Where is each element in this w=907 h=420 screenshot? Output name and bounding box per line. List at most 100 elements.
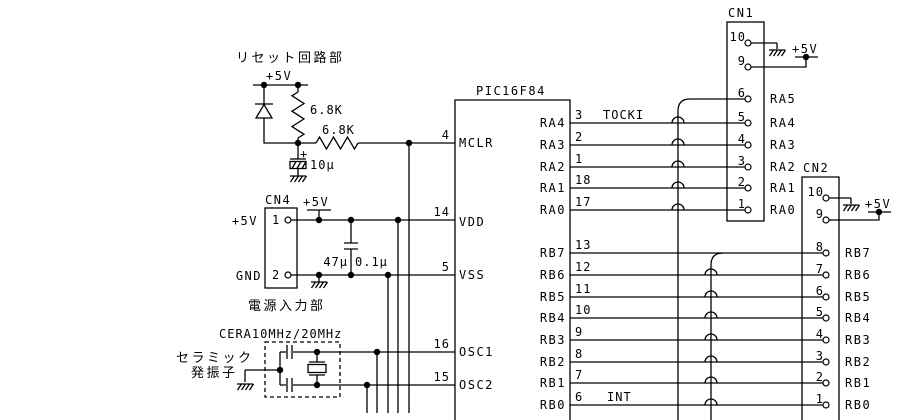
cn1-pin-label-ra3: RA3	[770, 138, 796, 152]
wire	[751, 42, 778, 49]
cn2-connector: CN2 10 9 +5V 8 RB7 7 RB6 6 RB5 5 RB4 4 R…	[801, 161, 891, 420]
cn2-pin-contact	[822, 194, 830, 202]
cn2-pin-number: 1	[816, 392, 824, 406]
cn4-pin1-contact	[284, 216, 292, 224]
cn1-pin-label-ra5: RA5	[770, 92, 796, 106]
ceramic-resonator-symbol	[307, 352, 327, 385]
pic-pin-label-osc2: OSC2	[459, 378, 494, 392]
cn1-pin-number: 1	[738, 197, 746, 211]
cn4-pin2-label: GND	[236, 269, 262, 283]
cn1-pin-number: 9	[738, 54, 746, 68]
cn1-pin-number: 5	[738, 110, 746, 124]
rb7-branch-wire	[710, 252, 724, 420]
pic-pin-label-rb6: RB6	[540, 268, 566, 282]
junction-dot	[802, 53, 810, 61]
pic16f84-ic: PIC16F84 MCLR VDD VSS OSC1 OSC2 4 14 5 1…	[434, 84, 644, 420]
cn1-pin-contact	[744, 141, 752, 149]
cn4-pin2-contact	[284, 271, 292, 279]
cn4-title: CN4	[265, 193, 291, 207]
pic-pin-number: 2	[575, 130, 583, 144]
reset-supply-label: +5V	[266, 69, 292, 83]
ground-symbol	[842, 204, 861, 212]
cn1-connector: CN1 10 9 +5V 6 RA5 5 RA4 4 RA3 3 RA2 2 R…	[726, 6, 818, 222]
cn1-body	[726, 21, 765, 222]
pic-pin-number: 7	[575, 368, 583, 382]
reset-capacitor	[289, 158, 307, 170]
pic-pin-number: 11	[575, 282, 591, 296]
ra5-wire	[677, 98, 745, 420]
junction-dot	[315, 216, 323, 224]
cn2-pin-label-rb4: RB4	[845, 311, 871, 325]
pic-pin-number: 17	[575, 195, 591, 209]
pic-pin-label-rb2: RB2	[540, 355, 566, 369]
cn4-connector-body	[264, 207, 298, 289]
cn1-pin-number: 10	[730, 30, 746, 44]
cn4-pin2-number: 2	[272, 268, 281, 282]
cn1-pin-contact	[744, 163, 752, 171]
osc-caption-line2: 発振子	[191, 366, 238, 381]
pic-title: PIC16F84	[476, 84, 546, 98]
pic-pin-label-rb3: RB3	[540, 333, 566, 347]
cn1-pin-number: 3	[738, 154, 746, 168]
cn1-pin-contact	[744, 206, 752, 214]
cn2-pin-contact	[822, 401, 830, 409]
pic-pin-number: 6	[575, 390, 583, 404]
reset-diode	[254, 103, 274, 119]
pic-pin-label-vss: VSS	[459, 268, 485, 282]
pic-pin-number: 14	[434, 205, 450, 219]
resistor-series-value: 6.8K	[322, 123, 355, 137]
pic-pin-number: 5	[442, 260, 450, 274]
pic-pin-number: 12	[575, 260, 591, 274]
cn1-pin-contact	[744, 39, 752, 47]
pic-pin-label-ra2: RA2	[540, 160, 566, 174]
cn2-pin-contact	[822, 249, 830, 257]
pic-pin-number: 1	[575, 152, 583, 166]
decoupling-capacitor	[344, 220, 358, 275]
pic-pin-label-rb1: RB1	[540, 376, 566, 390]
reset-circuit: リセット回路部 +5V 6.8K 6.8K + 10µ	[236, 50, 455, 413]
pic-pin-label-mclr: MCLR	[459, 136, 494, 150]
cn1-pin-label-ra0: RA0	[770, 203, 796, 217]
cn2-pin-label-rb3: RB3	[845, 333, 871, 347]
cn1-pin-number: 6	[738, 86, 746, 100]
power-section-caption: 電源入力部	[248, 299, 326, 314]
cn2-pin-contact	[822, 314, 830, 322]
cn1-pin-label-ra2: RA2	[770, 160, 796, 174]
cn2-pin-number: 7	[816, 262, 824, 276]
cn1-pin-number: 4	[738, 132, 746, 146]
resistor-pullup-value: 6.8K	[310, 103, 343, 117]
wire	[829, 197, 852, 204]
cn4-pin1-label: +5V	[232, 214, 258, 228]
cap-ceramic-value: 0.1µ	[355, 255, 388, 269]
pic-pin-label-rb5: RB5	[540, 290, 566, 304]
cn2-pin-number: 5	[816, 305, 824, 319]
cn2-pin-contact	[822, 336, 830, 344]
cn2-pin-label-rb5: RB5	[845, 290, 871, 304]
pic-pin-number: 10	[575, 303, 591, 317]
cn2-pin-label-rb0: RB0	[845, 398, 871, 412]
cn1-pin-number: 2	[738, 175, 746, 189]
pic-pin-number: 4	[442, 128, 450, 142]
cn2-pin-label-rb7: RB7	[845, 246, 871, 260]
cn2-pin-number: 6	[816, 284, 824, 298]
cn2-pin-contact	[822, 293, 830, 301]
cap-electrolytic-value: 47µ	[323, 255, 348, 269]
pic-pin-label-rb4: RB4	[540, 311, 566, 325]
cn1-pin-contact	[744, 119, 752, 127]
cn2-pin-contact	[822, 216, 830, 224]
resistor-pullup	[290, 85, 306, 139]
pic-pin-label-osc1: OSC1	[459, 345, 494, 359]
osc-title: CERA10MHz/20MHz	[219, 327, 342, 341]
pic-pin-note-tocki: TOCKI	[603, 108, 644, 122]
ground-symbol	[236, 383, 255, 391]
pic-pin-label-ra1: RA1	[540, 181, 566, 195]
pic-pin-label-rb0: RB0	[540, 398, 566, 412]
cn1-pin-label-ra4: RA4	[770, 116, 796, 130]
osc2-wire	[280, 378, 455, 392]
reset-section-title: リセット回路部	[236, 50, 345, 66]
cn2-pin-number: 9	[816, 207, 824, 221]
cn2-pin-contact	[822, 271, 830, 279]
pic-pin-number: 15	[434, 370, 450, 384]
